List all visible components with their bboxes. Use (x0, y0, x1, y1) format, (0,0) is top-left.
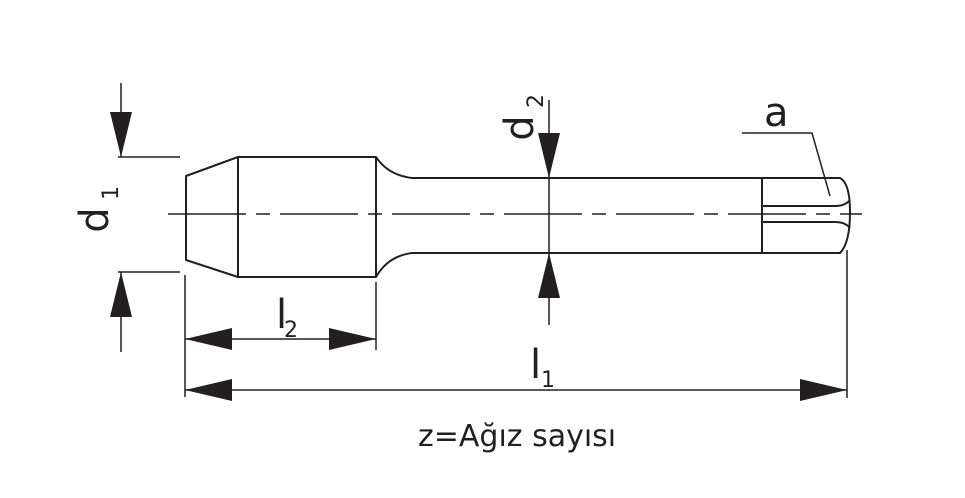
a-label: a (764, 90, 789, 136)
l1-label-main: l (530, 342, 541, 388)
l2-dimension (184, 275, 377, 397)
l1-label-sub: 1 (541, 368, 555, 393)
d2-label: d 2 (497, 94, 549, 141)
l2-label-main: l (276, 292, 287, 338)
l2-label-sub: 2 (284, 318, 298, 343)
d1-label: d 1 (72, 186, 124, 233)
caption: z=Ağız sayısı (418, 419, 616, 454)
d2-label-sub: 2 (524, 94, 549, 108)
tap-outline (185, 156, 851, 278)
d2-label-main: d (497, 115, 543, 140)
a-leader (742, 132, 831, 197)
l2-label: l 2 (276, 292, 298, 343)
l1-dimension (185, 250, 848, 401)
d2-dimension (538, 100, 560, 325)
d1-dimension (110, 83, 180, 352)
d1-label-sub: 1 (99, 186, 124, 200)
l1-label: l 1 (530, 342, 555, 393)
d1-label-main: d (72, 207, 118, 232)
